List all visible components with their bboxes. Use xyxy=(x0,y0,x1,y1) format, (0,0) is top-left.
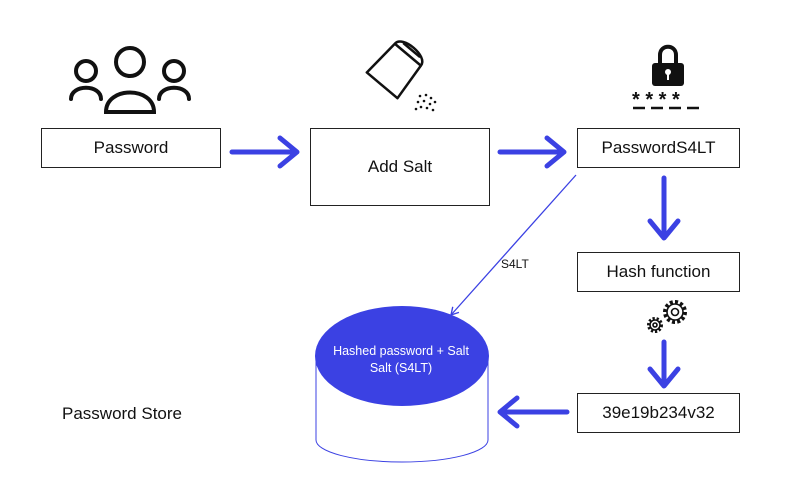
arrow-hash-to-value xyxy=(647,339,681,389)
salt-shaker-icon xyxy=(365,40,437,112)
hash-function-box: Hash function xyxy=(577,252,740,292)
password-label: Password xyxy=(93,138,169,157)
hash-value-label: 39e19b234v32 xyxy=(602,403,715,422)
gears-icon xyxy=(647,300,687,333)
arrow-salt-to-store xyxy=(450,174,577,317)
salted-password-label: PasswordS4LT xyxy=(601,138,716,157)
arrow-salted-to-hash xyxy=(647,175,681,241)
password-database xyxy=(315,306,489,463)
users-icon xyxy=(69,46,191,114)
salted-password-box: PasswordS4LT xyxy=(577,128,740,168)
hash-value-box: 39e19b234v32 xyxy=(577,393,740,433)
masked-password-icon: * * * * xyxy=(632,89,699,111)
arrow-value-to-store xyxy=(497,395,570,429)
hash-function-label: Hash function xyxy=(606,262,711,281)
arrow-password-to-add-salt xyxy=(229,135,300,169)
password-box: Password xyxy=(41,128,221,168)
database-line-1: Hashed password + Salt xyxy=(333,344,469,358)
salt-edge-label: S4LT xyxy=(501,257,529,271)
svg-text:* * * *: * * * * xyxy=(632,89,680,111)
password-store-label: Password Store xyxy=(62,404,182,423)
database-line-2: Salt (S4LT) xyxy=(369,361,433,375)
add-salt-label: Add Salt xyxy=(367,157,433,176)
arrow-add-salt-to-salted xyxy=(497,135,567,169)
lock-icon xyxy=(652,44,684,86)
add-salt-box: Add Salt xyxy=(310,128,490,206)
database-content: Hashed password + Salt Salt (S4LT) xyxy=(312,343,490,377)
